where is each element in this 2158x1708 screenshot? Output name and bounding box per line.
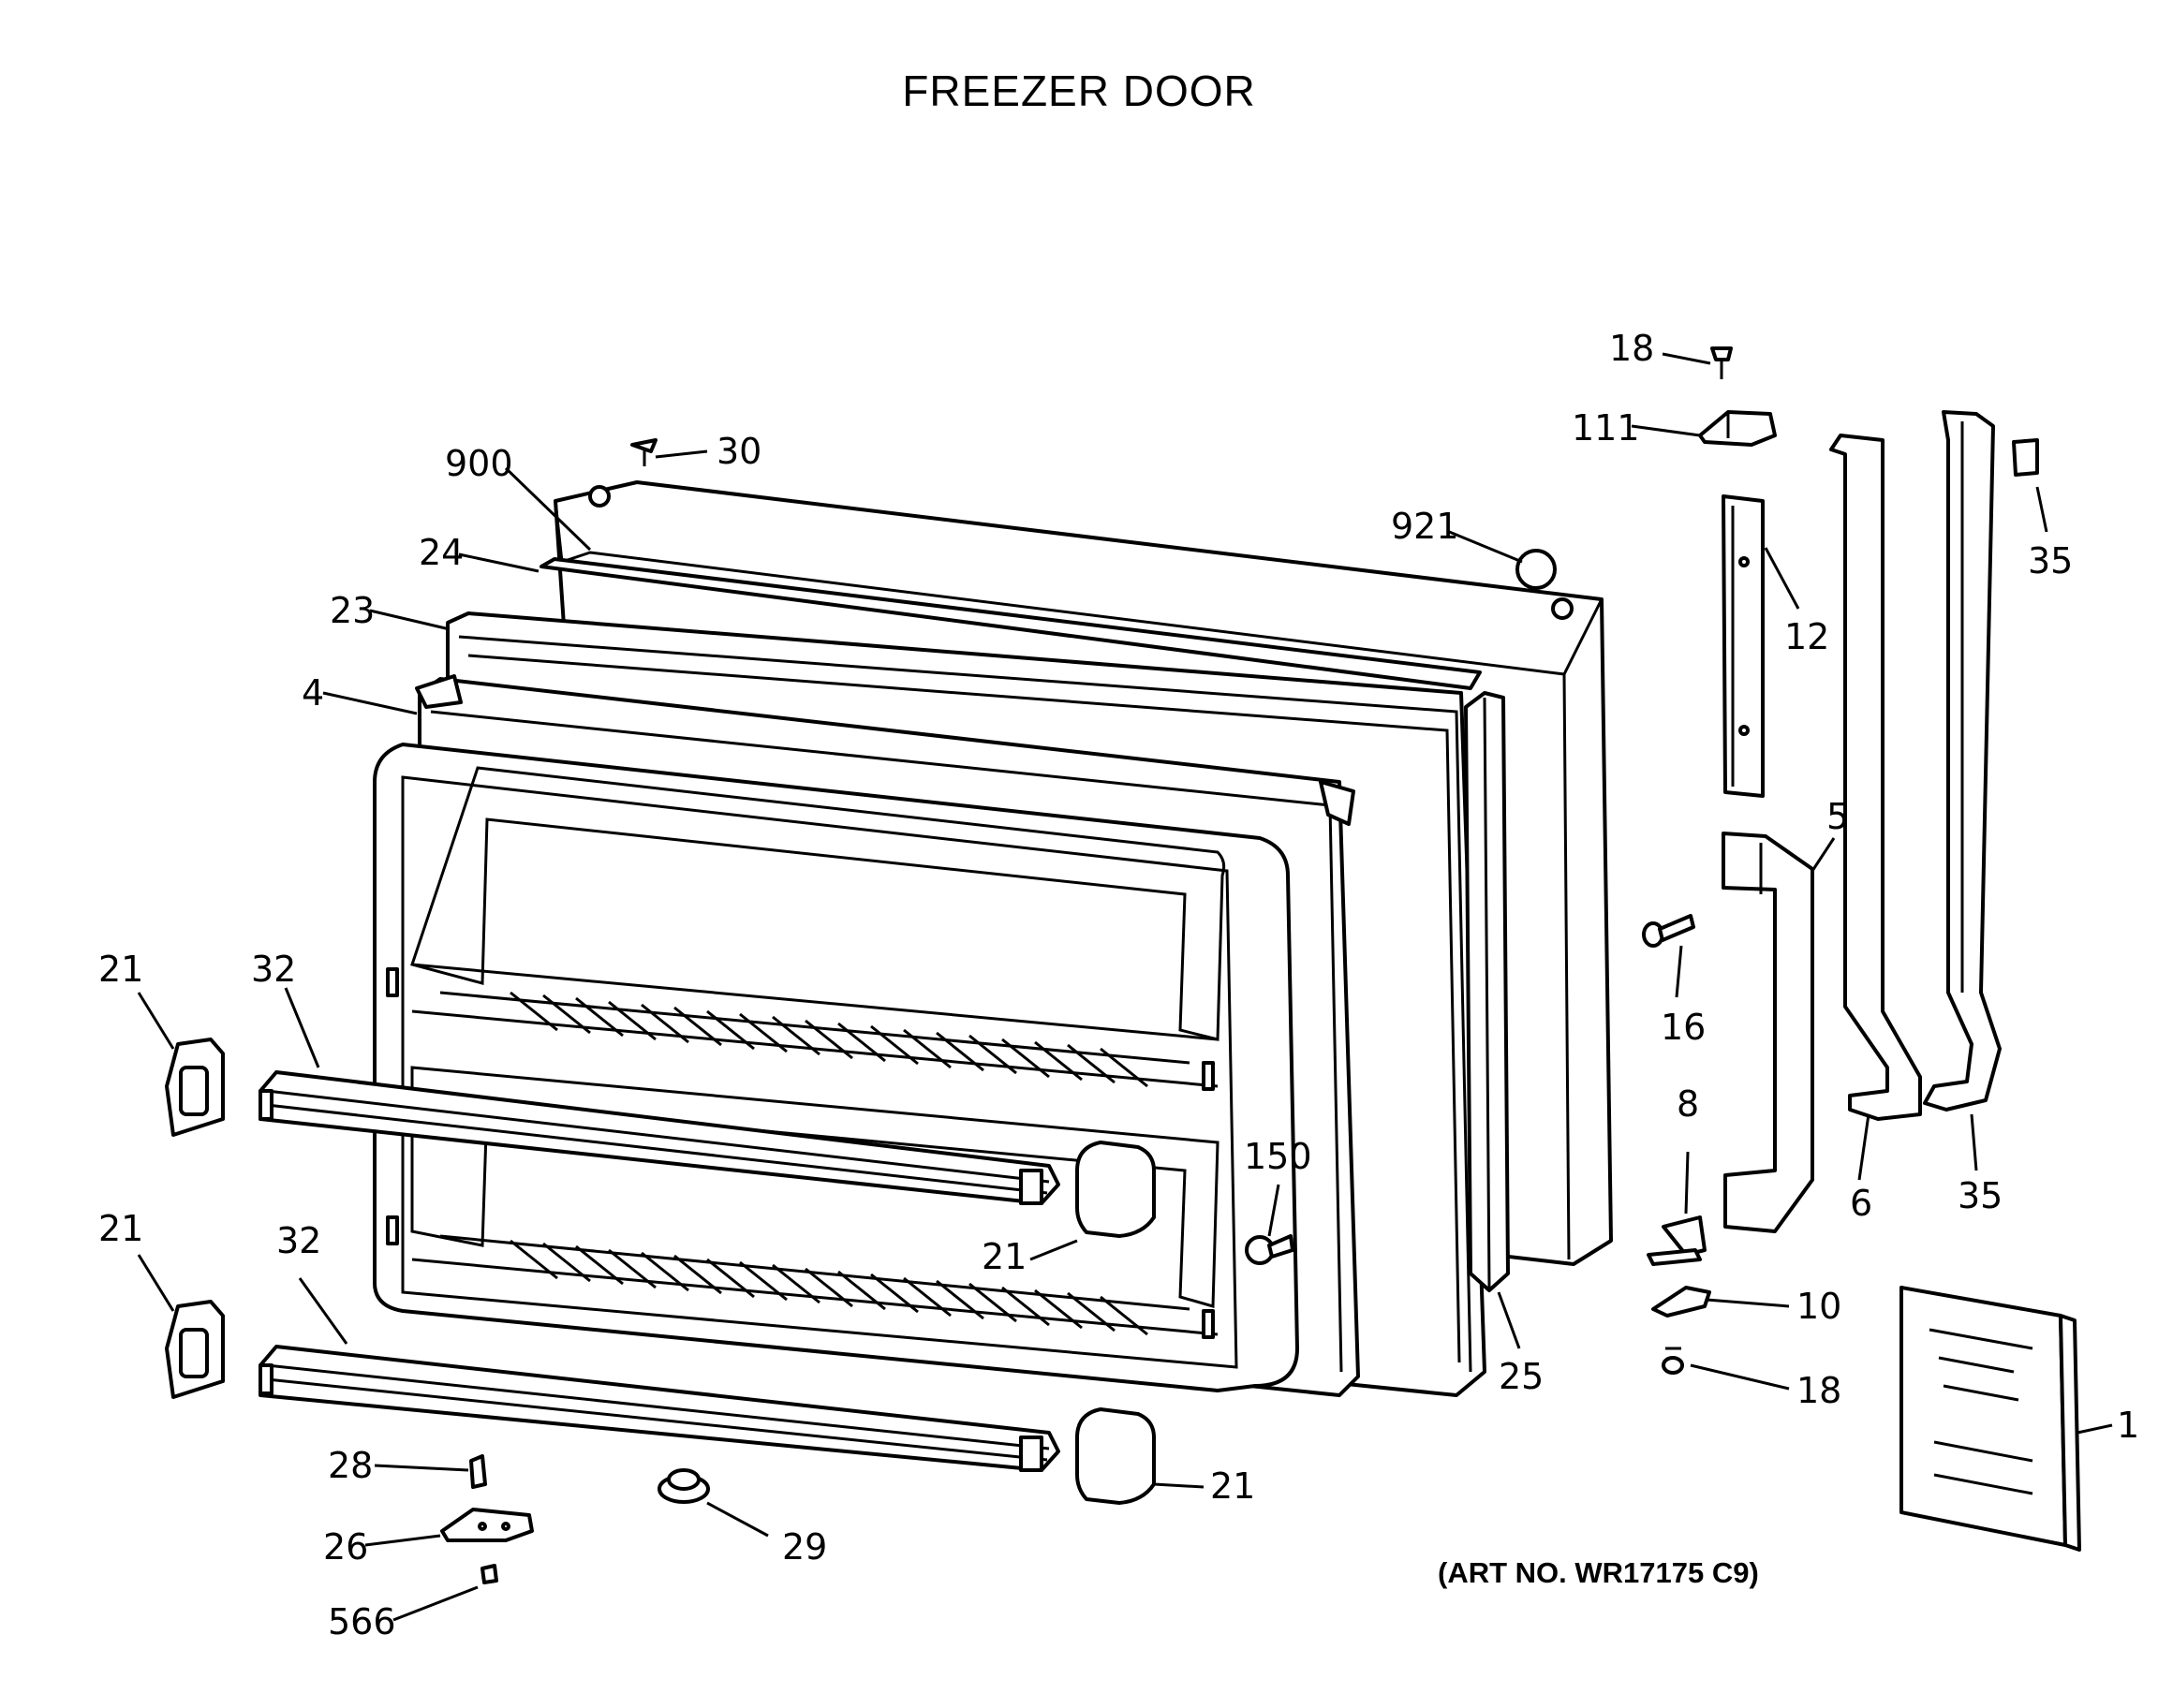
callout-4: 4 bbox=[302, 672, 324, 714]
callout-921: 921 bbox=[1391, 506, 1459, 547]
handle-cap-35 bbox=[2012, 438, 2039, 477]
hinge-bracket-12 bbox=[1722, 494, 1765, 798]
upper-shelf-ribs bbox=[411, 991, 1219, 1088]
callout-111: 111 bbox=[1572, 407, 1640, 449]
inner-door-liner bbox=[373, 743, 1299, 1392]
end-cap-right-upper bbox=[1075, 1141, 1156, 1238]
screw-18-bottom bbox=[1662, 1347, 1684, 1375]
callout-30: 30 bbox=[717, 431, 761, 472]
plug-29 bbox=[658, 1468, 710, 1504]
gasket-seal bbox=[1464, 691, 1510, 1292]
callout-28: 28 bbox=[328, 1445, 373, 1486]
end-cap-left-lower bbox=[165, 1300, 225, 1399]
hinge-cover-8 bbox=[1647, 1215, 1707, 1266]
callout-8: 8 bbox=[1677, 1083, 1699, 1125]
callout-35-cap: 35 bbox=[2028, 540, 2073, 582]
callout-1: 1 bbox=[2117, 1405, 2139, 1446]
callout-900: 900 bbox=[445, 443, 513, 484]
screw-18-top bbox=[1710, 346, 1733, 379]
callout-150: 150 bbox=[1244, 1136, 1312, 1177]
callout-23: 23 bbox=[330, 590, 375, 631]
gasket-plug-150 bbox=[1245, 1234, 1294, 1265]
screw-30 bbox=[630, 438, 658, 466]
lower-shelf-ribs bbox=[411, 1234, 1219, 1336]
handle-35 bbox=[1923, 410, 2002, 1112]
callout-labels: 18 111 900 30 921 35 24 12 23 4 5 21 32 … bbox=[98, 328, 2139, 1642]
handle-6 bbox=[1829, 434, 1922, 1121]
callout-32-lower: 32 bbox=[276, 1220, 321, 1261]
callout-24: 24 bbox=[419, 532, 464, 573]
callout-26: 26 bbox=[323, 1526, 368, 1568]
hinge-5 bbox=[1722, 832, 1814, 1233]
end-cap-right-lower bbox=[1075, 1407, 1156, 1505]
hinge-plate-10 bbox=[1651, 1286, 1711, 1318]
art-number: (ART NO. WR17175 C9) bbox=[1438, 1556, 1759, 1589]
diagram-title: FREEZER DOOR bbox=[902, 66, 1256, 115]
callout-21-right-upper: 21 bbox=[982, 1236, 1027, 1277]
callout-18: 18 bbox=[1609, 328, 1654, 369]
callout-566: 566 bbox=[328, 1601, 396, 1642]
shelf-bar-upper bbox=[259, 1070, 1060, 1205]
breaker-strip bbox=[540, 557, 1482, 690]
callout-25: 25 bbox=[1499, 1356, 1544, 1397]
plug-921 bbox=[1515, 549, 1557, 590]
callout-35-handle: 35 bbox=[1958, 1175, 2003, 1216]
end-cap-left-upper bbox=[165, 1038, 225, 1137]
screw-566 bbox=[480, 1564, 498, 1584]
callout-21-left-upper: 21 bbox=[98, 949, 143, 990]
screw-16 bbox=[1642, 914, 1695, 948]
owners-manual-1 bbox=[1899, 1286, 2081, 1552]
leader-lines bbox=[137, 352, 2113, 1622]
callout-6: 6 bbox=[1850, 1183, 1872, 1224]
callout-12: 12 bbox=[1784, 616, 1829, 657]
hinge-pin-111 bbox=[1698, 410, 1777, 447]
callout-16: 16 bbox=[1661, 1007, 1706, 1048]
callout-21-right-lower: 21 bbox=[1210, 1465, 1255, 1507]
callout-5: 5 bbox=[1826, 796, 1849, 837]
callout-10: 10 bbox=[1796, 1286, 1841, 1327]
hinge-plate-26 bbox=[440, 1508, 534, 1542]
callout-18-bottom: 18 bbox=[1796, 1370, 1841, 1411]
callout-32-upper: 32 bbox=[251, 949, 296, 990]
callout-29: 29 bbox=[782, 1526, 827, 1568]
shelf-bar-lower bbox=[259, 1345, 1060, 1472]
plug-28 bbox=[469, 1454, 487, 1489]
callout-21-left-lower: 21 bbox=[98, 1208, 143, 1249]
